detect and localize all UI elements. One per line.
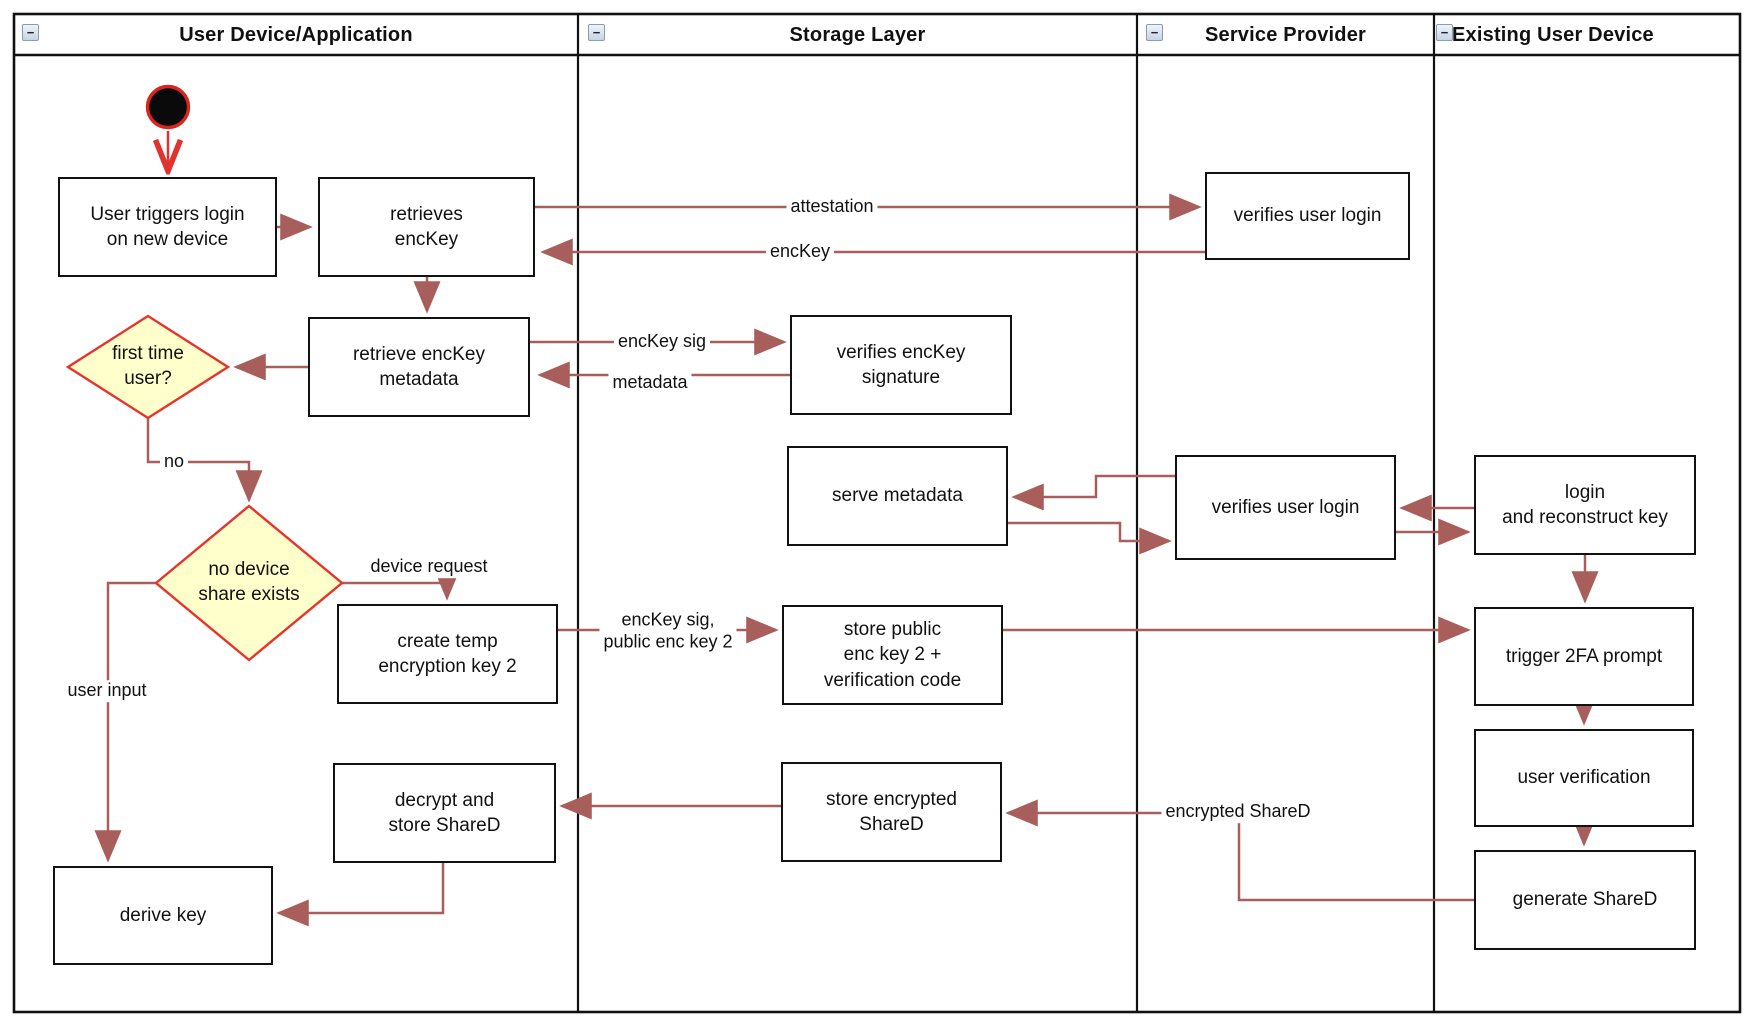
node-store-encrypted-shared[interactable]: store encrypted ShareD [781, 762, 1002, 862]
node-create-temp-encryption-key[interactable]: create temp encryption key 2 [337, 604, 558, 704]
node-user-verification[interactable]: user verification [1474, 729, 1694, 827]
node-verifies-user-login-mid[interactable]: verifies user login [1175, 455, 1396, 560]
collapse-icon[interactable]: − [588, 24, 605, 41]
node-user-triggers-login[interactable]: User triggers login on new device [58, 177, 277, 277]
node-store-public-enc-key[interactable]: store public enc key 2 + verification co… [782, 605, 1003, 705]
connector-device-request [342, 568, 461, 601]
edge-label-no: no [159, 451, 189, 473]
lane-header-service-provider: Service Provider [1204, 23, 1367, 46]
edge-label-enckey-sig: encKey sig [613, 331, 711, 353]
decision-first-time-user[interactable] [65, 314, 231, 420]
edge-label-enckey-sig-public: encKey sig, public enc key 2 [599, 609, 737, 653]
edge-label-user-input: user input [63, 680, 151, 702]
swimlane-frame [12, 12, 1742, 1014]
edge-label-attestation: attestation [786, 196, 878, 218]
collapse-icon[interactable]: − [1146, 24, 1163, 41]
decision-label-first-time-user: first time user? [112, 343, 184, 389]
collapse-icon[interactable]: − [22, 24, 39, 41]
node-verifies-user-login-top[interactable]: verifies user login [1205, 172, 1410, 260]
node-decrypt-and-store-shared[interactable]: decrypt and store ShareD [333, 763, 556, 863]
connector-serve-to-verify [1008, 521, 1172, 555]
initial-node[interactable] [145, 84, 191, 130]
connector-encrypted-shared [1005, 799, 1474, 902]
node-derive-key[interactable]: derive key [53, 866, 273, 965]
node-serve-metadata[interactable]: serve metadata [787, 446, 1008, 546]
node-trigger-2fa-prompt[interactable]: trigger 2FA prompt [1474, 607, 1694, 706]
edge-label-metadata: metadata [608, 372, 692, 394]
lane-header-user-device: User Device/Application [179, 23, 413, 46]
collapse-icon[interactable]: − [1436, 24, 1453, 41]
decision-label-no-device-share: no device share exists [198, 559, 300, 605]
decision-no-device-share[interactable] [154, 504, 344, 662]
lane-header-existing-user-device: Existing User Device [1452, 23, 1654, 46]
node-verifies-enckey-signature[interactable]: verifies encKey signature [790, 315, 1012, 415]
connector-user-input [94, 581, 156, 863]
edge-label-encrypted-shared: encrypted ShareD [1161, 801, 1315, 823]
connector-no-branch [146, 418, 263, 503]
edge-label-device-request: device request [366, 556, 492, 578]
lane-header-storage-layer: Storage Layer [789, 23, 926, 46]
edge-label-enckey: encKey [765, 241, 835, 263]
connector-decrypt-to-derive [276, 863, 445, 927]
node-login-and-reconstruct-key[interactable]: login and reconstruct key [1474, 455, 1696, 555]
node-generate-shared[interactable]: generate ShareD [1474, 850, 1696, 950]
connector-verify-to-serve [1011, 474, 1175, 511]
node-retrieve-enckey-metadata[interactable]: retrieve encKey metadata [308, 317, 530, 417]
node-retrieves-enckey[interactable]: retrieves encKey [318, 177, 535, 277]
